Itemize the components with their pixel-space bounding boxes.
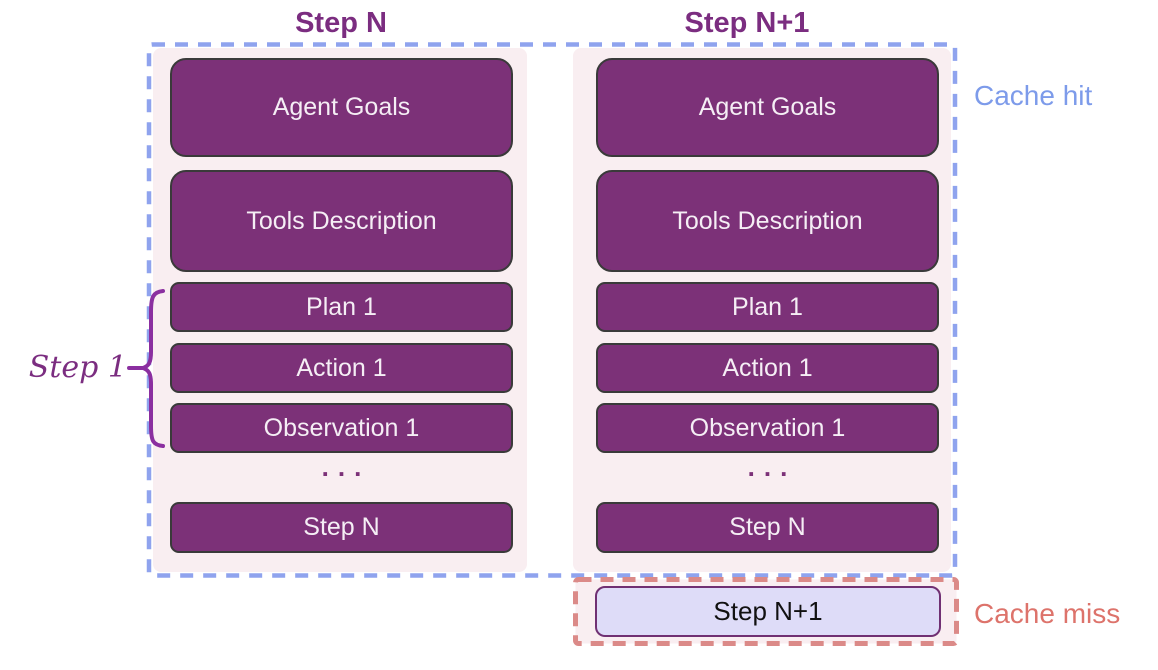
agent-goals-box-left: Agent Goals	[170, 58, 513, 157]
column-title-step-n: Step N	[295, 7, 387, 39]
action-1-box-left: Action 1	[170, 343, 513, 393]
step1-brace	[136, 289, 165, 448]
observation-1-box-right: Observation 1	[596, 403, 939, 453]
ellipsis-right: ...	[747, 452, 797, 482]
cache-hit-label: Cache hit	[974, 80, 1093, 111]
observation-1-box-left: Observation 1	[170, 403, 513, 453]
plan-1-box-left: Plan 1	[170, 282, 513, 332]
cache-hit-region-border	[146, 42, 958, 578]
action-1-box-right: Action 1	[596, 343, 939, 393]
tools-description-box-left: Tools Description	[170, 170, 513, 272]
step-n-box-right: Step N	[596, 502, 939, 553]
step-n-plus-1-box: Step N+1	[595, 586, 941, 637]
tools-description-box-right: Tools Description	[596, 170, 939, 272]
agent-goals-box-right: Agent Goals	[596, 58, 939, 157]
column-title-step-n-plus-1: Step N+1	[684, 7, 810, 39]
ellipsis-left: ...	[321, 452, 371, 482]
step-n-box-left: Step N	[170, 502, 513, 553]
step-1-label: Step 1	[28, 350, 127, 385]
cache-miss-label: Cache miss	[974, 598, 1121, 629]
plan-1-box-right: Plan 1	[596, 282, 939, 332]
